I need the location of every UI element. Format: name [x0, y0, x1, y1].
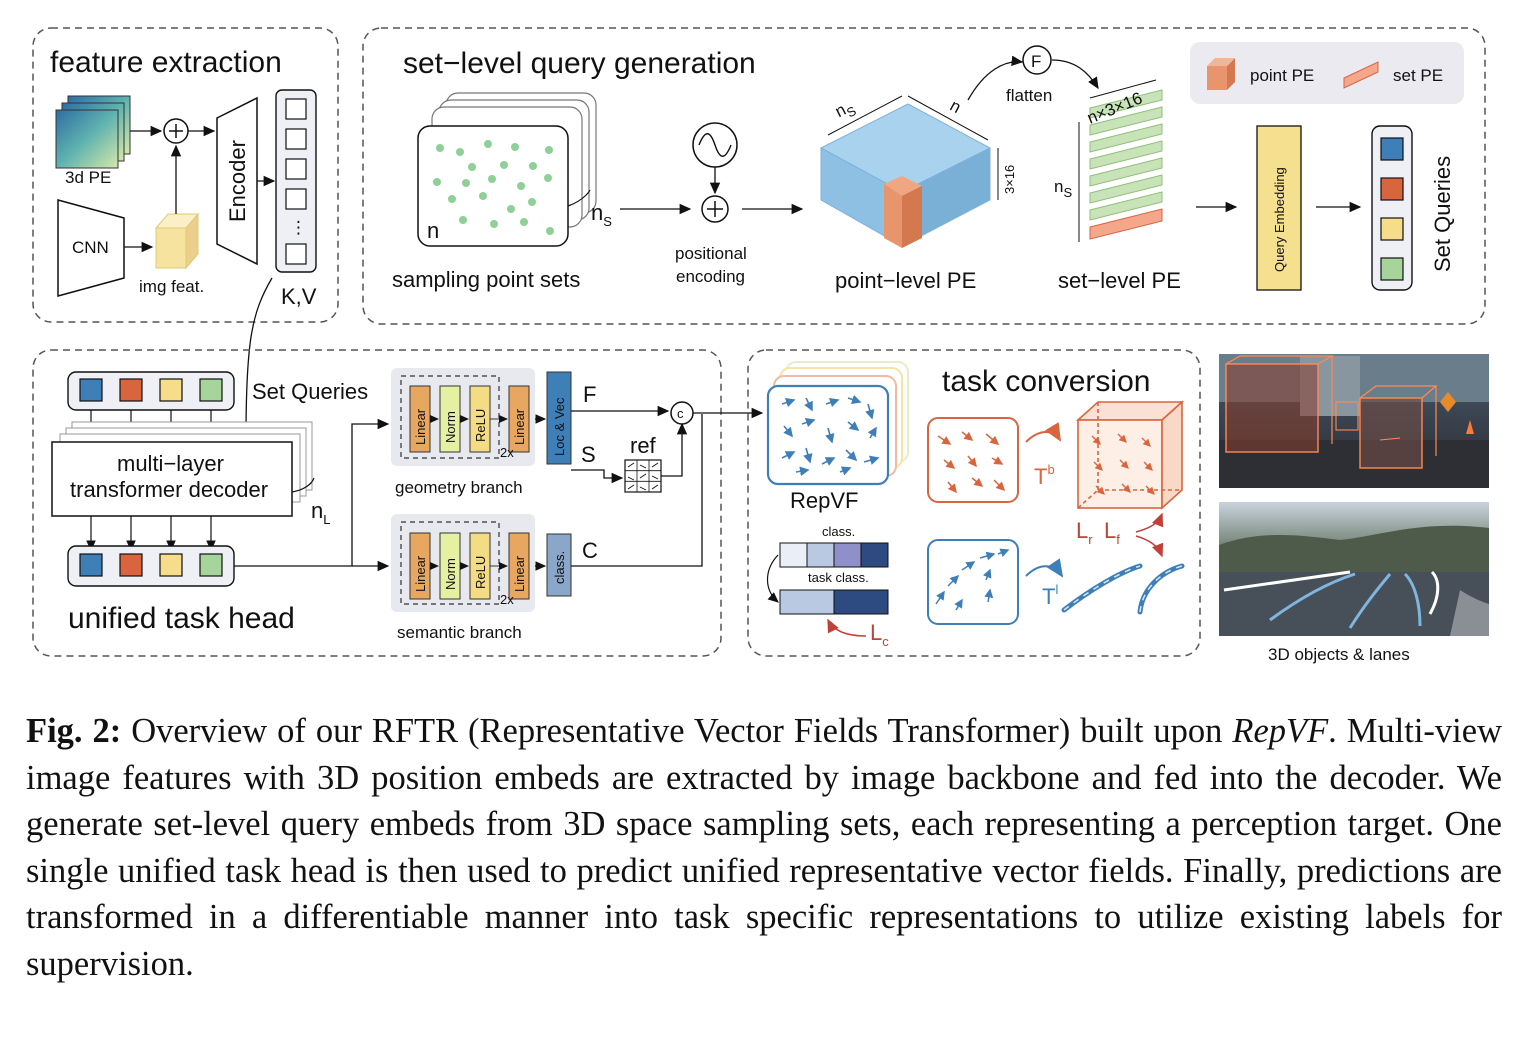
encoder-block — [216, 96, 258, 266]
task-conversion-panel: task conversion RepVF class. task class. — [747, 349, 1201, 657]
img-feat-label: img feat. — [139, 277, 204, 296]
set-level-pe-stack — [1089, 89, 1163, 240]
repvf-label: RepVF — [790, 488, 858, 513]
unified-task-head-title: unified task head — [68, 602, 295, 635]
class-scores-bar — [779, 542, 889, 568]
loc-vec-block — [546, 371, 572, 465]
sem-repeat-label: 2x — [500, 592, 514, 607]
point-level-label: point−level PE — [835, 268, 976, 293]
geo-block-relu: ReLU — [473, 409, 488, 442]
cnn-label: CNN — [72, 238, 109, 257]
task-conversion-title: task conversion — [942, 365, 1150, 398]
results-label: 3D objects & lanes — [1268, 645, 1410, 664]
positional-encoding-label-1: positional — [675, 244, 747, 263]
query-generation-panel: set−level query generation n nS sampling… — [362, 27, 1486, 325]
figure-label: Fig. 2: — [26, 712, 122, 750]
cnn-block — [57, 199, 125, 297]
set-queries-input-label: Set Queries — [252, 379, 368, 404]
transformer-decoder-block — [51, 441, 293, 517]
transform-b-label: Tb — [1034, 462, 1055, 489]
legend-point-pe: point PE — [1250, 66, 1314, 85]
architecture-diagram: feature extraction 3d PE CNN img feat. E… — [32, 27, 1489, 664]
decoder-label-1: multi−layer — [117, 451, 224, 476]
set-queries-label: Set Queries — [1430, 156, 1455, 272]
task-class-bar-label: task class. — [808, 570, 869, 585]
output-s-label: S — [581, 442, 596, 467]
sem-block-norm: Norm — [443, 558, 458, 590]
set-queries-column — [1371, 125, 1413, 291]
cube-n-label: n — [947, 96, 964, 117]
output-f-label: F — [583, 382, 596, 407]
loc-vec-label: Loc & Vec — [552, 397, 567, 456]
lane-field — [927, 539, 1019, 625]
figure-caption: Fig. 2: Overview of our RFTR (Representa… — [26, 708, 1502, 988]
caption-text-1: Overview of our RFTR (Representative Vec… — [121, 712, 1233, 750]
sampling-point-sets — [417, 92, 597, 247]
ref-grid-icon — [624, 459, 662, 493]
positional-encoding-label-2: encoding — [676, 267, 745, 286]
sem-block-linear-2: Linear — [512, 555, 527, 592]
pe-stack-icon — [55, 95, 131, 169]
flatten-symbol: F — [1031, 52, 1041, 71]
input-queries-row — [67, 371, 235, 411]
geo-block-linear-2: Linear — [512, 408, 527, 445]
geo-block-linear-1: Linear — [413, 408, 428, 445]
sem-block-relu: ReLU — [473, 556, 488, 589]
query-embedding-block — [1256, 125, 1302, 291]
flatten-icon — [1022, 45, 1052, 75]
caption-text-2: . Multi-view image features with 3D posi… — [26, 712, 1502, 983]
encoder-label: Encoder — [225, 140, 250, 222]
sem-block-linear-1: Linear — [413, 555, 428, 592]
semantic-branch-label: semantic branch — [397, 623, 522, 642]
ref-label: ref — [630, 433, 657, 458]
task-class-bar — [779, 589, 889, 615]
decoder-nl-label: nL — [311, 498, 330, 527]
geo-block-norm: Norm — [443, 411, 458, 443]
sampling-n-label: n — [427, 218, 439, 243]
caption-italic: RepVF — [1232, 712, 1329, 750]
query-embedding-label: Query Embedding — [1272, 167, 1287, 272]
pe-label: 3d PE — [65, 168, 111, 187]
kv-label: K,V — [281, 284, 317, 309]
point-pe-legend-icon — [1207, 58, 1235, 90]
sampling-label: sampling point sets — [392, 267, 580, 292]
point-level-pe-cube — [819, 103, 992, 248]
img-feat-icon — [154, 212, 200, 270]
unified-task-head-panel: Set Queries multi−layer transformer deco… — [32, 349, 764, 657]
class-block-label: class. — [552, 551, 567, 584]
pe-legend — [1190, 42, 1464, 104]
feature-extraction-panel: feature extraction 3d PE CNN img feat. E… — [32, 27, 339, 440]
decoder-label-2: transformer decoder — [70, 477, 268, 502]
lane-detection-photo — [1219, 502, 1489, 636]
lane-curves-icon — [1061, 563, 1185, 615]
geometry-branch-label: geometry branch — [395, 478, 523, 497]
tokens-ellipsis: ⋮ — [290, 218, 307, 237]
set-pe-side-label: nS — [1054, 177, 1072, 200]
set-pe-legend-icon — [1343, 61, 1379, 89]
loss-r-label: Lr — [1076, 518, 1093, 547]
object-detection-photo — [1219, 354, 1489, 488]
output-c-label: C — [582, 538, 598, 563]
loss-c-label: Lc — [870, 620, 889, 649]
sampling-ns-label: nS — [591, 200, 612, 229]
concat-symbol: c — [677, 406, 684, 421]
repvf-field — [766, 384, 890, 486]
transform-l-label: Tl — [1042, 582, 1058, 609]
flatten-label: flatten — [1006, 86, 1052, 105]
object-field — [927, 417, 1019, 503]
geo-repeat-label: 2x — [500, 445, 514, 460]
set-level-label: set−level PE — [1058, 268, 1181, 293]
cube-depth-label: 3×16 — [1002, 165, 1017, 194]
class-block — [546, 533, 572, 597]
legend-set-pe: set PE — [1393, 66, 1443, 85]
query-generation-title: set−level query generation — [403, 47, 756, 80]
bounding-box-icon — [1075, 400, 1185, 510]
feature-extraction-title: feature extraction — [50, 46, 282, 79]
class-bar-label: class. — [822, 524, 855, 539]
loss-f-label: Lf — [1104, 518, 1120, 547]
